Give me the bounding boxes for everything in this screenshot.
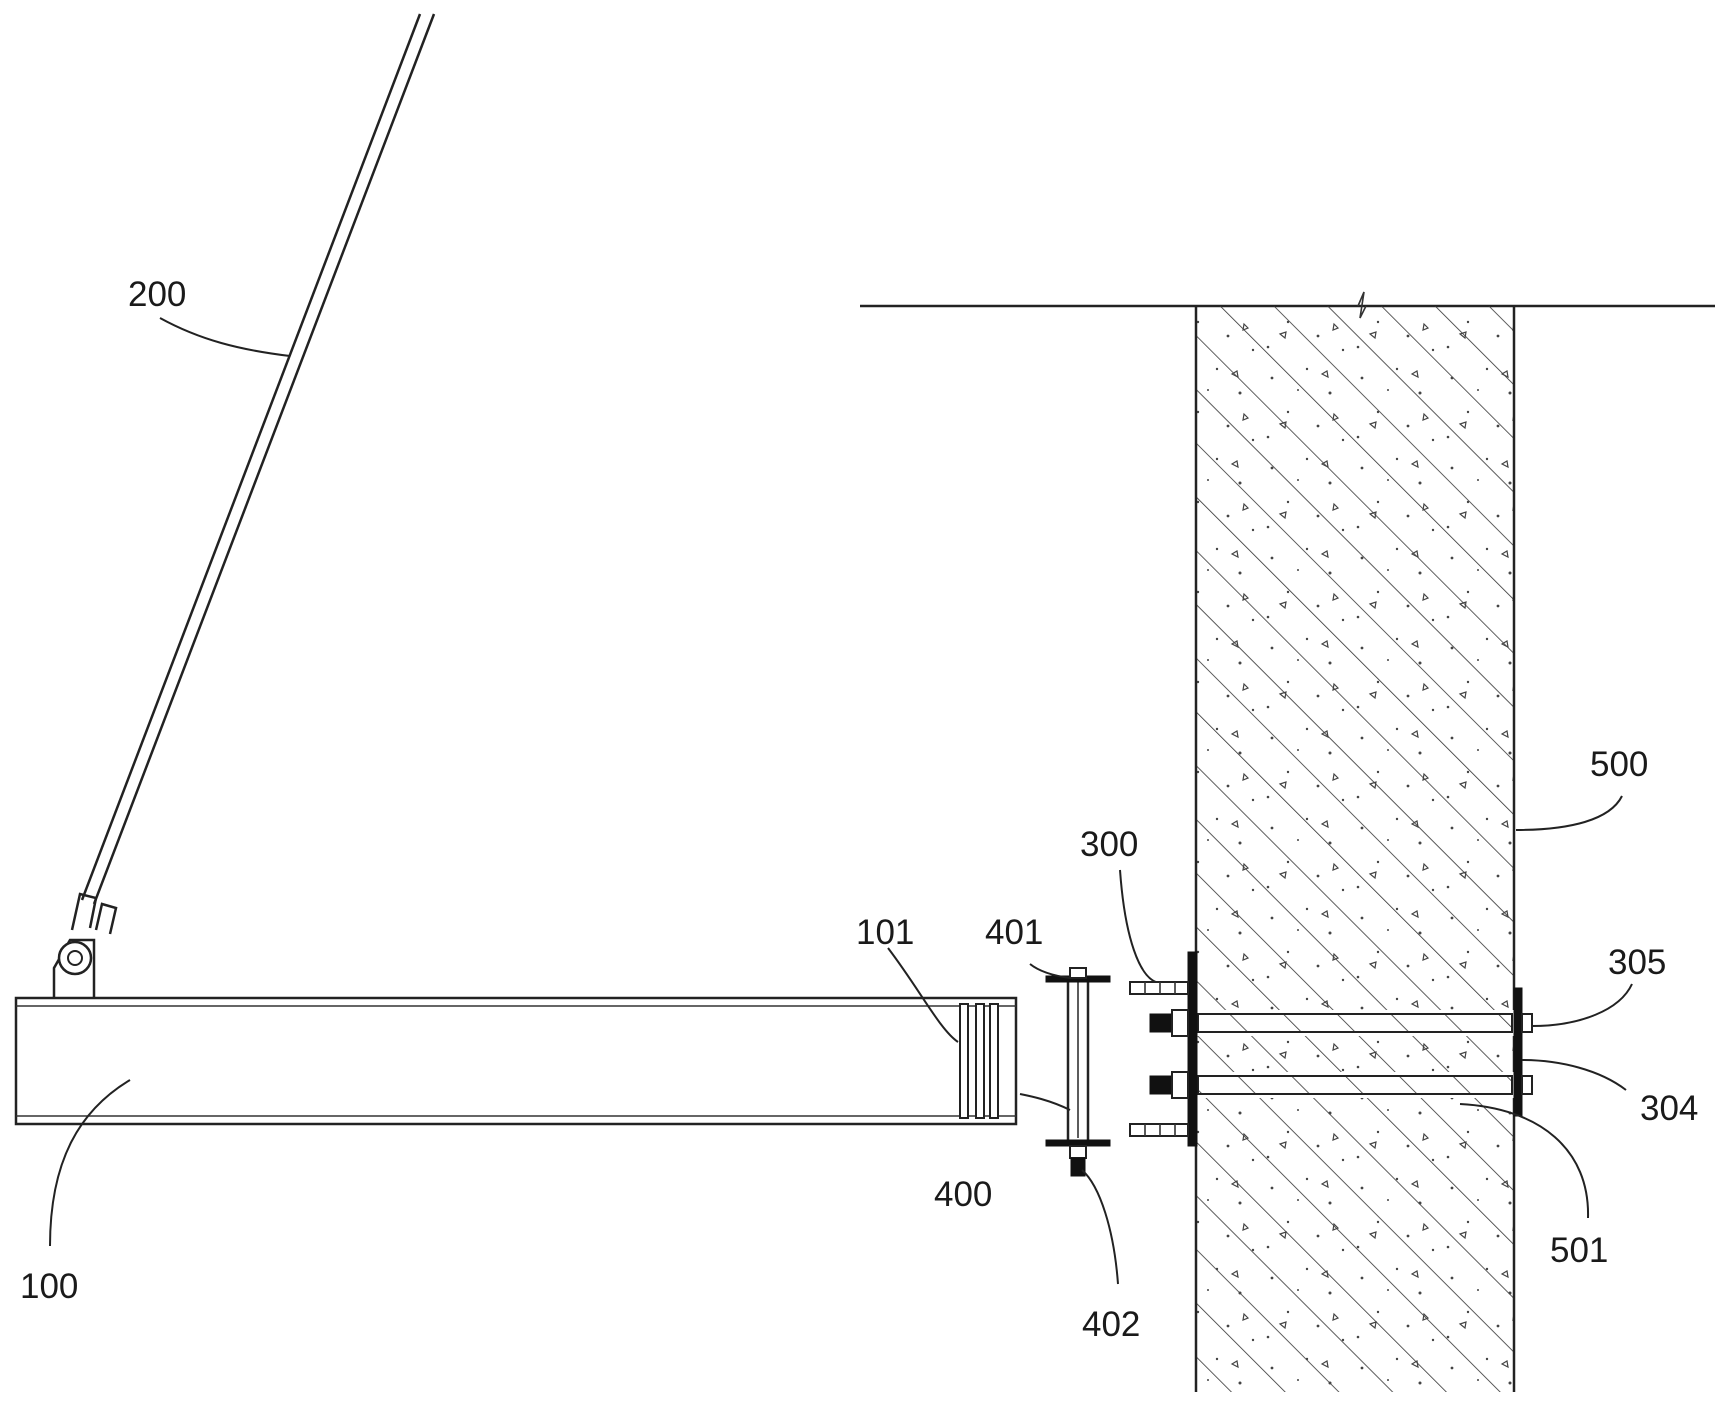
beam-100 xyxy=(14,996,1018,1126)
concrete-wall xyxy=(1194,306,1516,1392)
label-300: 300 xyxy=(1080,825,1138,864)
label-401: 401 xyxy=(985,913,1043,952)
wall-bracket-300 xyxy=(1129,951,1198,1147)
label-500: 500 xyxy=(1590,745,1648,784)
label-305: 305 xyxy=(1608,943,1666,982)
pin-400 xyxy=(1045,967,1111,1177)
label-100: 100 xyxy=(20,1267,78,1306)
label-400: 400 xyxy=(934,1175,992,1214)
label-200: 200 xyxy=(128,275,186,314)
leader-lines xyxy=(49,317,1633,1285)
through-bolt-sleeves xyxy=(1196,1010,1514,1098)
back-plate-304 xyxy=(1513,987,1533,1117)
stay-rod-200 xyxy=(80,13,436,905)
label-501: 501 xyxy=(1550,1231,1608,1270)
label-304: 304 xyxy=(1640,1089,1698,1128)
label-402: 402 xyxy=(1082,1305,1140,1344)
label-101: 101 xyxy=(856,913,914,952)
hinge-base xyxy=(52,892,118,998)
